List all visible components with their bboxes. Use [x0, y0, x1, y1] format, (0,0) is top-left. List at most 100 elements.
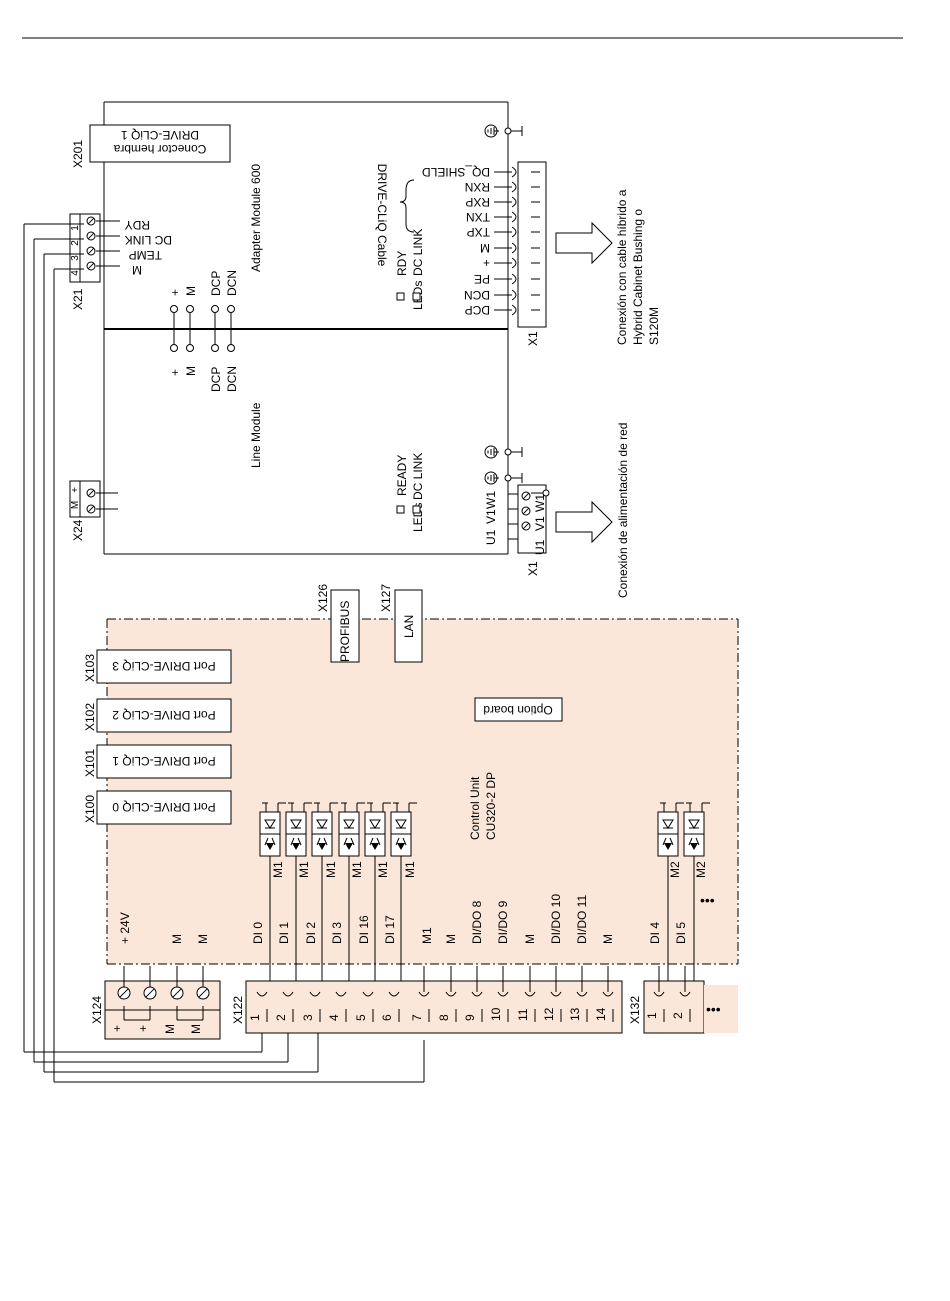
line-term-plus: +	[168, 369, 182, 376]
x122-signal: DI/DO 8	[470, 900, 484, 944]
x24-terminal: X24 + M	[69, 480, 118, 541]
earth-icon	[484, 445, 499, 459]
svg-text:3: 3	[70, 255, 81, 261]
opto-common: M1	[403, 861, 417, 878]
port-x101[interactable]: Port DRIVE-CLiQ 1 X101	[83, 744, 232, 779]
ellipsis-outer: •••	[706, 1001, 721, 1017]
x122-pin: 9	[463, 1014, 477, 1021]
adapter-x1-label: X1	[526, 331, 540, 346]
pin-hook	[511, 196, 517, 208]
ellipsis-inner: •••	[700, 892, 715, 908]
pin-hook	[602, 991, 614, 997]
x122-pin: 11	[516, 1008, 530, 1021]
line-term-dcp: DCP	[209, 367, 223, 392]
x24-label: X24	[71, 519, 85, 541]
optocoupler-icon	[311, 802, 338, 985]
port-x100[interactable]: Port DRIVE-CLiQ 0 X100	[83, 790, 232, 825]
x132-common: M2	[668, 861, 682, 878]
adapter-x1-note-2: Hybrid Cabinet Bushing o	[631, 209, 645, 345]
x122-signal: DI/DO 10	[549, 894, 563, 944]
x122-signal: DI 2	[304, 922, 318, 944]
x1-signal: PE	[474, 272, 490, 286]
lan-label: LAN	[402, 615, 416, 638]
terminal-dot	[170, 344, 178, 352]
adapter-leds: LEDs RDY DC LINK	[395, 229, 425, 310]
x122-pin: 5	[354, 1014, 368, 1021]
x21-signal: M	[132, 263, 142, 277]
port-x100-label: Port DRIVE-CLiQ 0	[112, 800, 216, 814]
pin-hook	[653, 991, 665, 997]
svg-text:2: 2	[70, 240, 81, 246]
line-x1-arrow	[555, 500, 613, 544]
option-board-label: Option board	[483, 703, 552, 717]
terminal-dot	[504, 448, 512, 456]
opto-common: M1	[271, 861, 285, 878]
led-line-dclink: DC LINK	[411, 453, 425, 500]
pin-hook	[576, 991, 588, 997]
port-x103[interactable]: Port DRIVE-CLiQ 3 X103	[83, 649, 232, 684]
x201-connector: X201 Conector hembra DRIVE-CLiQ 1	[71, 124, 231, 168]
pin-hook	[418, 991, 430, 997]
pin-hook	[335, 991, 347, 997]
earth-icon	[484, 124, 499, 138]
lan-port[interactable]: LAN X127	[379, 584, 423, 663]
line-x1-note: Conexión de alimentación de red	[616, 423, 630, 598]
x21-signal: RDY	[125, 218, 150, 232]
x132-pin: 1	[645, 1012, 659, 1019]
x122-signal: DI 16	[357, 915, 371, 944]
led-ready: READY	[395, 455, 409, 496]
adapter-x1-note-1: Conexión con cable híbrido a	[615, 189, 629, 345]
optocoupler-icon	[259, 802, 286, 985]
line-x1-uvw-v1: V1	[484, 509, 498, 524]
terminal-dot	[211, 305, 219, 313]
x124-pin: M	[163, 1024, 177, 1034]
pin-hook	[679, 991, 691, 997]
opto-common: M1	[376, 861, 390, 878]
x124-label: X124	[90, 996, 104, 1024]
x122-pin: 1	[248, 1014, 262, 1021]
line-term-dcn: DCN	[225, 366, 239, 392]
port-x103-id: X103	[83, 654, 97, 682]
pin-hook	[511, 226, 517, 238]
profibus-port[interactable]: PROFIBUS X126	[316, 584, 360, 663]
led-rdy: RDY	[395, 251, 409, 276]
line-x1-v1: V1	[533, 516, 547, 531]
x132-pin: 2	[671, 1012, 685, 1019]
x124-pin: M	[189, 1024, 203, 1034]
optocoupler-icon	[285, 802, 312, 985]
wires	[23, 223, 425, 1083]
power-terminals: + M DCP DCN + M DCP DCN	[168, 270, 239, 392]
x21-terminal: X21 1 2 3 4 RDY DC LINK TEMP M	[69, 213, 172, 310]
opto-common: M1	[297, 861, 311, 878]
x122-signal: M	[601, 934, 615, 944]
line-leds: LEDs READY DC LINK	[395, 453, 425, 532]
x1-signal: +	[483, 256, 490, 270]
adapter-term-dcn: DCN	[225, 270, 239, 296]
x122-pin: 14	[594, 1007, 608, 1021]
x122-signal: DI 1	[277, 922, 291, 944]
terminal-dot	[186, 305, 194, 313]
pin-hook	[550, 991, 562, 997]
adapter-term-plus: +	[168, 289, 182, 296]
terminal-dot	[227, 305, 235, 313]
x122-pin: 2	[274, 1014, 288, 1021]
control-unit-name: Control Unit	[468, 776, 482, 840]
x124-pin: +	[136, 1025, 150, 1032]
pin-hook	[511, 257, 517, 269]
x24-pin: M	[70, 501, 81, 509]
x1-signal: DCP	[465, 303, 490, 317]
port-x102[interactable]: Port DRIVE-CLiQ 2 X102	[83, 698, 232, 733]
x127-label: X127	[379, 584, 393, 612]
earth-symbols	[484, 124, 523, 485]
svg-text:4: 4	[70, 270, 81, 276]
x1-signal: TXN	[466, 210, 490, 224]
optocoupler-icon	[338, 802, 365, 985]
x122-pin: 12	[542, 1007, 556, 1021]
line-module-name: Line Module	[249, 402, 263, 468]
optocoupler-icon	[657, 802, 684, 985]
pin-hook	[471, 991, 483, 997]
x122-signal: DI 0	[251, 922, 265, 944]
terminal-dot	[227, 344, 235, 352]
supply-m1: M	[170, 934, 184, 944]
